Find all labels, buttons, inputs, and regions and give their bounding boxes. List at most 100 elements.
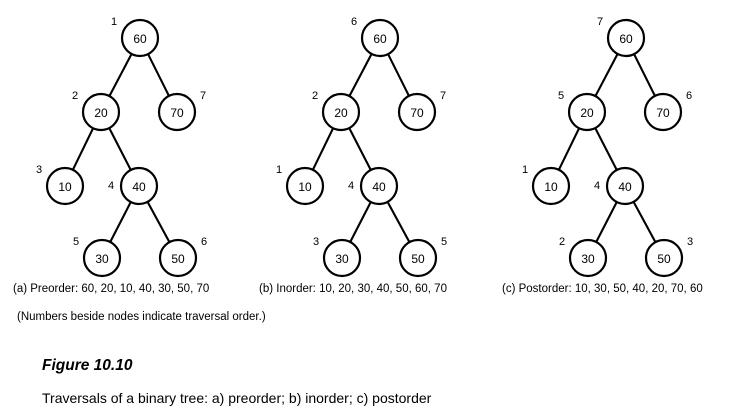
node-key-label: 10 <box>298 180 312 194</box>
node-order-label: 7 <box>597 16 603 28</box>
node-key-label: 50 <box>657 252 671 266</box>
node-key-label: 20 <box>580 106 594 120</box>
node-order-label: 5 <box>558 90 564 102</box>
node-circle <box>285 166 325 206</box>
tree-node: 10 3 <box>36 164 85 206</box>
node-key-label: 60 <box>619 32 633 46</box>
tree-edge <box>632 199 657 245</box>
node-key-label: 30 <box>95 252 109 266</box>
node-order-label: 5 <box>441 236 447 248</box>
tree-node: 50 3 <box>644 236 693 278</box>
node-circle <box>45 166 85 206</box>
tree-edge <box>557 126 581 172</box>
traversal-order-note: (Numbers beside nodes indicate traversal… <box>17 311 266 323</box>
node-circle <box>606 18 646 58</box>
tree-edge <box>632 52 657 98</box>
tree-node: 303 <box>313 236 362 278</box>
node-circle <box>360 18 400 58</box>
tree-edge <box>108 200 133 244</box>
node-order-label: 1 <box>276 164 282 176</box>
node-circle <box>567 92 607 132</box>
node-circle <box>398 238 438 278</box>
node-order-label: 4 <box>348 180 354 192</box>
tree-edge <box>386 52 411 98</box>
node-circle <box>643 92 683 132</box>
tree-edge <box>348 200 373 244</box>
tree-edge <box>71 126 95 172</box>
node-key-label: 40 <box>372 180 386 194</box>
node-circle <box>605 166 645 206</box>
tree-node: 70 7 <box>397 90 446 132</box>
figure-number: Figure 10.10 <box>42 357 133 374</box>
tree-edge <box>311 126 335 172</box>
tree-node: 40 4 <box>108 166 159 206</box>
node-key-label: 60 <box>373 32 387 46</box>
node-key-label: 10 <box>544 180 558 194</box>
node-order-label: 2 <box>72 90 78 102</box>
subcaption-postorder: (c) Postorder: 10, 30, 50, 40, 20, 70, 6… <box>502 283 703 295</box>
node-circle <box>322 238 362 278</box>
node-order-label: 5 <box>73 236 79 248</box>
node-order-label: 1 <box>522 164 528 176</box>
node-order-label: 4 <box>108 180 114 192</box>
tree-edge <box>593 51 620 99</box>
tree-node: 10 1 <box>276 164 325 206</box>
node-key-label: 60 <box>133 32 147 46</box>
node-key-label: 10 <box>58 180 72 194</box>
node-circle <box>157 92 197 132</box>
node-key-label: 40 <box>618 180 632 194</box>
tree-node: 20 2 <box>72 90 121 132</box>
subcaption-inorder: (b) Inorder: 10, 20, 30, 40, 50, 60, 70 <box>259 283 447 295</box>
node-order-label: 2 <box>312 90 318 102</box>
node-circle <box>359 166 399 206</box>
node-order-label: 3 <box>687 236 693 248</box>
tree-node: 50 5 <box>398 236 447 278</box>
tree-node: 70 7 <box>157 90 206 132</box>
tree-node: 20 2 <box>312 90 361 132</box>
tree-node: 30 5 <box>73 236 122 278</box>
node-key-label: 70 <box>410 106 424 120</box>
node-circle <box>158 238 198 278</box>
tree-node: 10 1 <box>522 164 571 206</box>
tree-node: 60 7 <box>597 16 646 58</box>
tree-edge <box>593 126 619 172</box>
node-order-label: 6 <box>351 16 357 28</box>
node-key-label: 50 <box>171 252 185 266</box>
node-order-label: 7 <box>200 90 206 102</box>
node-key-label: 20 <box>334 106 348 120</box>
subcaption-preorder: (a) Preorder: 60, 20, 10, 40, 30, 50, 70 <box>13 283 210 295</box>
tree-inorder: 60 6 20 2 70 7 10 1 40 4 303 50 5 <box>276 16 447 278</box>
node-order-label: 6 <box>686 90 692 102</box>
node-key-label: 20 <box>94 106 108 120</box>
tree-preorder: 60 1 20 2 70 7 10 3 40 4 30 5 50 6 <box>36 16 207 278</box>
node-circle <box>82 238 122 278</box>
node-order-label: 3 <box>313 236 319 248</box>
tree-edge <box>594 200 619 244</box>
node-key-label: 70 <box>656 106 670 120</box>
node-circle <box>119 166 159 206</box>
node-order-label: 7 <box>440 90 446 102</box>
tree-node: 60 6 <box>351 16 400 58</box>
node-order-label: 2 <box>559 236 565 248</box>
tree-node: 70 6 <box>643 90 692 132</box>
tree-node: 60 1 <box>111 16 160 58</box>
tree-node: 40 4 <box>348 166 399 206</box>
node-key-label: 40 <box>132 180 146 194</box>
node-order-label: 6 <box>201 236 207 248</box>
tree-node: 20 5 <box>558 90 607 132</box>
tree-edge <box>347 51 374 99</box>
node-circle <box>531 166 571 206</box>
node-circle <box>568 238 608 278</box>
tree-edge <box>347 126 373 172</box>
node-circle <box>81 92 121 132</box>
node-key-label: 70 <box>170 106 184 120</box>
node-key-label: 50 <box>411 252 425 266</box>
node-circle <box>321 92 361 132</box>
node-order-label: 3 <box>36 164 42 176</box>
tree-edge <box>386 199 411 245</box>
tree-node: 302 <box>559 236 608 278</box>
node-order-label: 1 <box>111 16 117 28</box>
binary-tree-diagrams: 60 1 20 2 70 7 10 3 40 4 30 5 50 6 60 6 20 2 70 7 10 1 40 4 303 5… <box>36 16 693 278</box>
